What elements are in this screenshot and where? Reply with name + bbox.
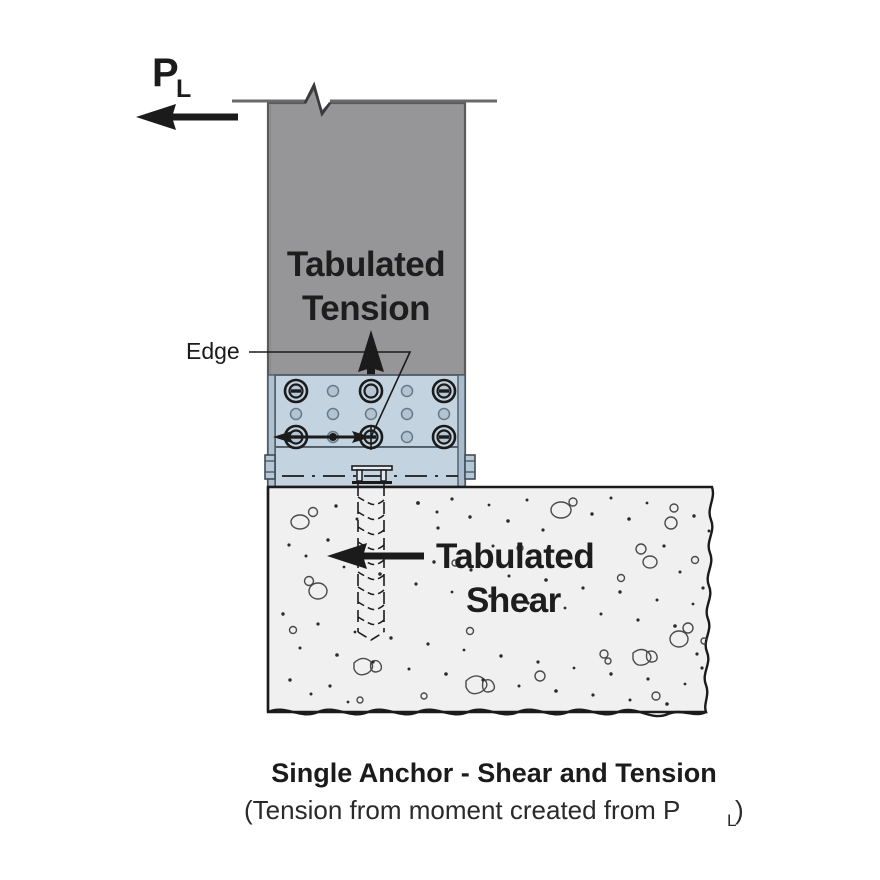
- break-line-symbol: [303, 81, 332, 117]
- shear-arrow: [327, 543, 424, 569]
- bolt-hole: [358, 378, 384, 404]
- tension-label-line1: Tabulated: [287, 245, 445, 284]
- applied-load-arrow: [136, 104, 238, 130]
- bolt-hole: [283, 378, 309, 404]
- shear-label-line2: Shear: [466, 581, 562, 620]
- concrete-substrate: [266, 484, 715, 718]
- edge-label: Edge: [186, 338, 240, 364]
- concrete-bottom-break-line: [267, 708, 707, 718]
- base-plate-right-edge: [457, 374, 466, 488]
- bolt-hole: [431, 378, 457, 404]
- tension-label-line2: Tension: [302, 289, 430, 328]
- caption-subtitle-suffix: ): [735, 795, 744, 825]
- caption-subtitle-prefix: (Tension from moment created from P: [244, 795, 680, 825]
- concrete-aggregate-texture: [281, 496, 712, 706]
- left-side-bracket: [264, 454, 276, 480]
- edge-distance-dimension: [273, 426, 372, 450]
- anchor-washer-detail: [351, 465, 393, 484]
- edge-leader-line: [249, 351, 412, 438]
- concrete-body: [266, 485, 715, 714]
- bolt-hole: [431, 424, 457, 450]
- applied-load-label: P: [152, 51, 179, 95]
- applied-load-label-sub: L: [176, 75, 191, 103]
- base-plate-assembly: [264, 374, 476, 489]
- right-side-bracket: [464, 454, 476, 480]
- caption-subtitle-sub: L: [727, 811, 736, 830]
- caption-title: Single Anchor - Shear and Tension: [271, 758, 717, 788]
- shear-label-line1: Tabulated: [436, 537, 594, 576]
